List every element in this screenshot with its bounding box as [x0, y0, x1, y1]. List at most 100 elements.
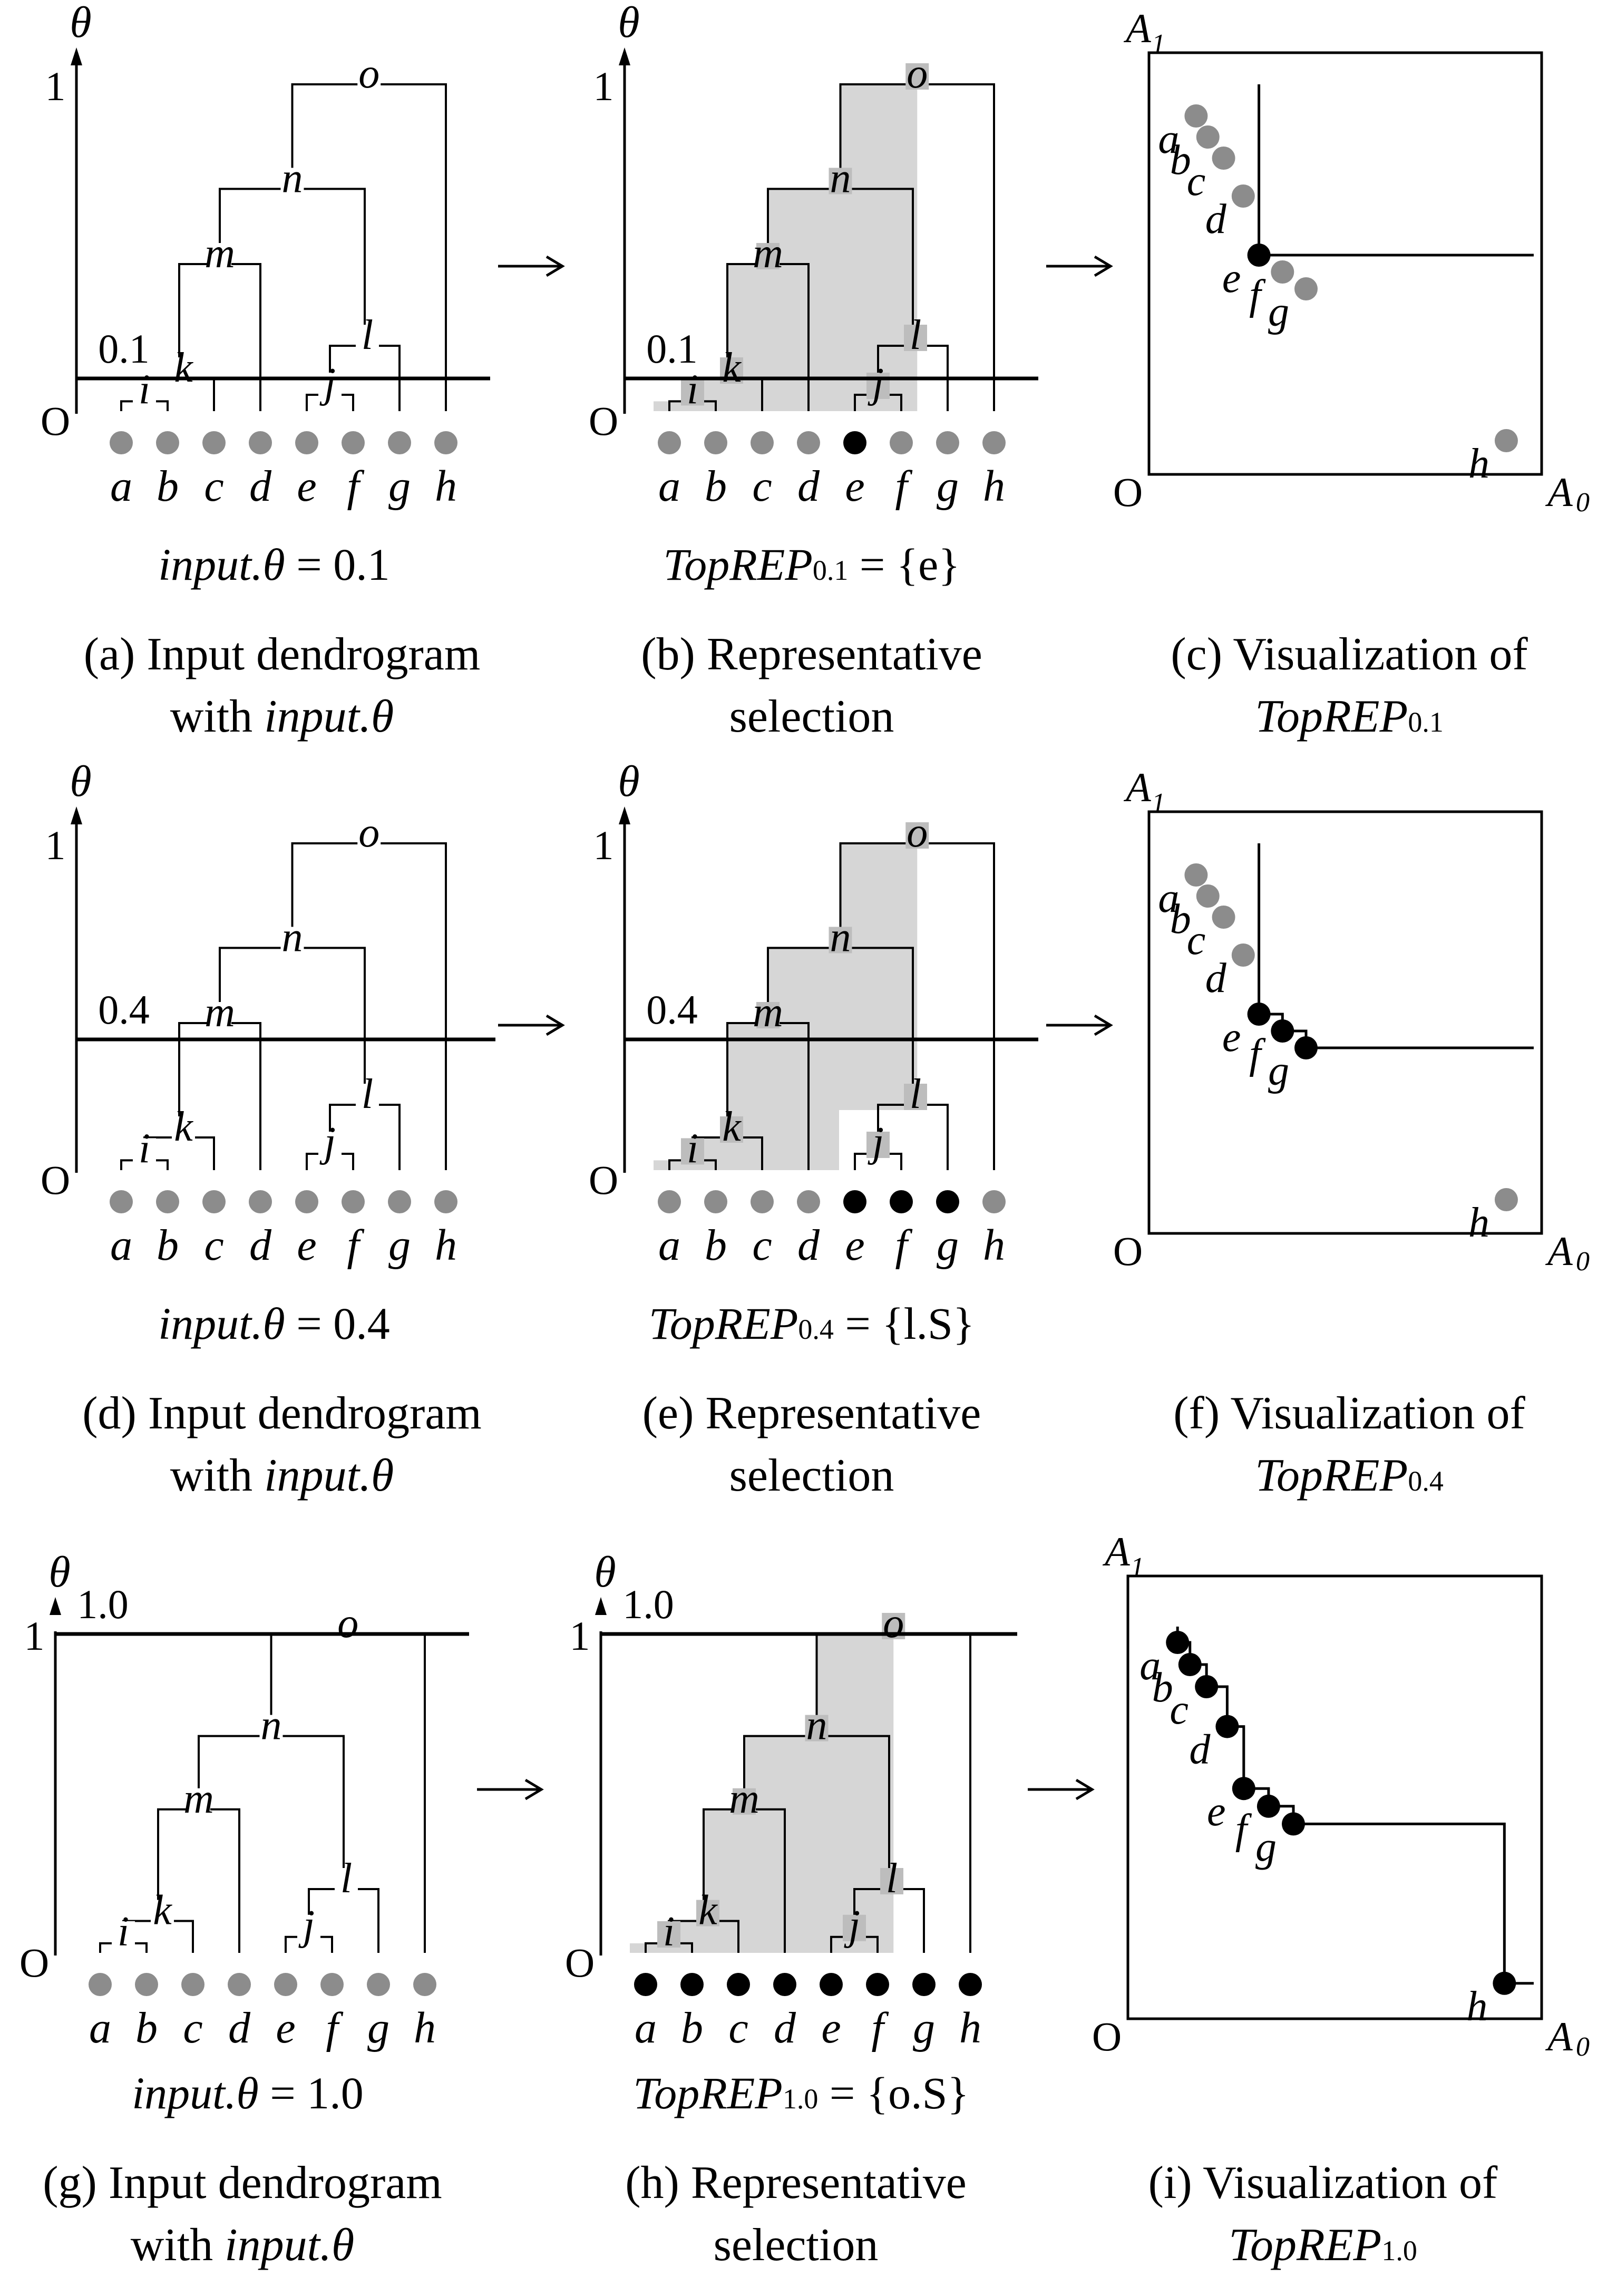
node-k-label: k: [698, 1888, 718, 1934]
leaf-label-e: e: [845, 1221, 864, 1270]
leaf-dot-a: [110, 1190, 133, 1213]
node-l-label-label-bg: [356, 1084, 379, 1110]
node-k-label-label-bg: [696, 1900, 719, 1927]
leaf-dot-h: [982, 1190, 1006, 1213]
axis-arrowhead: [619, 47, 630, 65]
leaf-label-h: h: [983, 1221, 1005, 1270]
point-label-a: a: [1158, 116, 1179, 162]
a1-axis-label: A: [1123, 764, 1151, 810]
node-m-label-label-bg: [208, 1002, 231, 1028]
flow-arrow-head: [1075, 1778, 1095, 1801]
point-g: [1282, 1812, 1305, 1836]
node-o-label: o: [358, 51, 379, 97]
point-label-b: b: [1170, 137, 1191, 183]
point-a: [1166, 1631, 1190, 1654]
leaf-label-d: d: [797, 1221, 820, 1270]
node-n-label-label-bg: [280, 168, 304, 194]
leaf-label-d: d: [797, 462, 820, 511]
node-m-label: m: [729, 1776, 759, 1822]
node-l-label-label-bg: [356, 325, 379, 351]
caption-c-line-0: (f) Visualization of: [1173, 1388, 1525, 1439]
leaf-label-e: e: [276, 2003, 295, 2052]
leaf-label-f: f: [347, 1221, 365, 1270]
caption-a-line-0: (d) Input dendrogram: [82, 1388, 482, 1439]
point-f: [1271, 260, 1294, 284]
caption-a: (g) Input dendrogram with input.θ: [43, 2157, 442, 2271]
node-i-label-label-bg: [112, 1921, 135, 1948]
leaf-dot-g: [367, 1973, 390, 1996]
input-theta-formula: input.θ = 0.4: [158, 1298, 390, 1349]
leaf-dot-h: [434, 431, 457, 454]
axis-arrowhead: [595, 1597, 607, 1615]
node-m-label-label-bg: [756, 1002, 780, 1028]
node-n-label: n: [282, 155, 303, 201]
threshold-label: 0.4: [646, 987, 698, 1033]
node-n-label: n: [830, 155, 851, 201]
leaf-dot-c: [202, 1190, 226, 1213]
a0-axis-label: A: [1545, 1228, 1573, 1274]
selection-shading: [630, 1634, 894, 1953]
leaf-dot-h: [434, 1190, 457, 1213]
leaf-dot-d: [228, 1973, 251, 1996]
node-n-label-label-bg: [259, 1715, 283, 1742]
a0-axis-sub: 0: [1576, 1247, 1590, 1277]
point-e: [1247, 244, 1271, 267]
node-k-label: k: [153, 1888, 172, 1934]
theta-axis-label: θ: [618, 757, 639, 806]
leaf-label-b: b: [135, 2003, 158, 2052]
selection-shading: [654, 843, 918, 1170]
flow-arrow-head: [1094, 255, 1113, 277]
threshold-label: 0.1: [646, 326, 698, 372]
node-m-label: m: [183, 1776, 214, 1822]
node-n-label: n: [830, 914, 851, 960]
node-j-label-label-bg: [843, 1914, 866, 1941]
node-i-label-label-bg: [133, 1138, 156, 1165]
selection-shading: [654, 84, 918, 411]
a0-axis-sub: 0: [1576, 2032, 1590, 2062]
leaf-dot-d: [773, 1973, 796, 1996]
node-l-label: l: [362, 312, 373, 358]
leaf-label-h: h: [414, 2003, 436, 2052]
point-c: [1195, 1675, 1219, 1698]
point-label-f: f: [1235, 1806, 1252, 1853]
node-l-label: l: [886, 1855, 898, 1902]
point-h: [1494, 429, 1518, 452]
leaf-dot-g: [388, 1190, 411, 1213]
point-d: [1215, 1715, 1239, 1738]
leaf-label-f: f: [871, 2003, 889, 2052]
a1-axis-label: A: [1102, 1529, 1130, 1574]
point-label-f: f: [1249, 272, 1266, 318]
a1-axis-sub: 1: [1152, 29, 1165, 59]
node-i-label: i: [139, 366, 150, 413]
leaf-dot-f: [890, 1190, 913, 1213]
flow-arrow-head: [524, 1778, 544, 1801]
leaf-dot-c: [751, 431, 774, 454]
point-label-b: b: [1170, 896, 1191, 942]
caption-a-line-0: (g) Input dendrogram: [43, 2157, 442, 2209]
leaf-label-g: g: [937, 1221, 959, 1270]
leaf-label-c: c: [728, 2003, 748, 2052]
leaf-label-a: a: [635, 2003, 657, 2052]
leaf-label-c: c: [204, 462, 223, 511]
leaf-label-h: h: [435, 1221, 457, 1270]
caption-a-line-1: with input.θ: [170, 1450, 394, 1501]
point-label-g: g: [1268, 1048, 1289, 1094]
point-label-g: g: [1268, 289, 1289, 335]
leaf-label-g: g: [937, 462, 959, 511]
origin-label: O: [565, 1940, 595, 1986]
leaf-label-b: b: [157, 1221, 179, 1270]
caption-line-0: (b) Representative: [641, 629, 982, 680]
leaf-dot-a: [658, 431, 681, 454]
caption-a-line-1: with input.θ: [131, 2220, 355, 2271]
leaf-dot-g: [912, 1973, 936, 1996]
leaf-label-a: a: [658, 1221, 680, 1270]
leaf-label-a: a: [658, 462, 680, 511]
flow-arrow-head: [1094, 1014, 1113, 1036]
axis-arrowhead: [71, 806, 82, 824]
leaf-dot-e: [295, 1190, 318, 1213]
origin-label: O: [589, 1157, 618, 1203]
axis-one-label: 1: [24, 1613, 45, 1659]
point-h: [1493, 1971, 1516, 1995]
